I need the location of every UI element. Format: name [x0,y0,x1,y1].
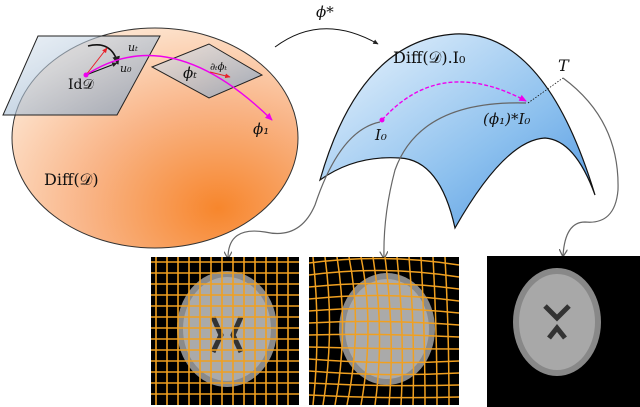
phi-1-label: ϕ₁ [253,120,270,138]
I0-label: I₀ [375,126,387,144]
geodesic-path [85,54,273,121]
group-manifold-label: Diff(𝒟) [44,170,99,189]
connector-target [563,77,619,256]
identity-point [83,72,89,78]
orbit-label: Diff(𝒟).I₀ [393,48,466,67]
u-t-label: uₜ [128,41,138,54]
deformed-label: (ϕ₁)*I₀ [483,110,531,128]
orbit-manifold-surface [318,33,596,230]
regular-grid-brain [151,257,299,405]
source-image-panel [151,257,299,405]
u-t-vector [85,47,108,76]
pushforward-arrow [274,28,379,48]
pushforward-label: ϕ* [316,3,334,21]
distance-to-target [527,77,564,104]
target-brain [513,268,601,376]
velocity-label: ∂ₜϕₜ [210,62,227,73]
target-label: T [558,56,569,75]
warped-grid-brain [309,257,459,405]
velocity-vector [209,71,231,79]
identity-label: Id𝒟 [68,77,94,93]
u-0-vector [85,62,118,76]
u-0-label: u₀ [120,62,132,75]
I0-point [379,117,385,123]
target-image-panel [487,256,640,407]
connector-deformed [384,102,527,258]
phi-t-label: ϕₜ [183,64,197,82]
deformed-image-panel [309,257,459,405]
connector-I0 [228,121,381,258]
orbit-path [381,81,527,121]
tangent-plane-identity [2,35,161,116]
